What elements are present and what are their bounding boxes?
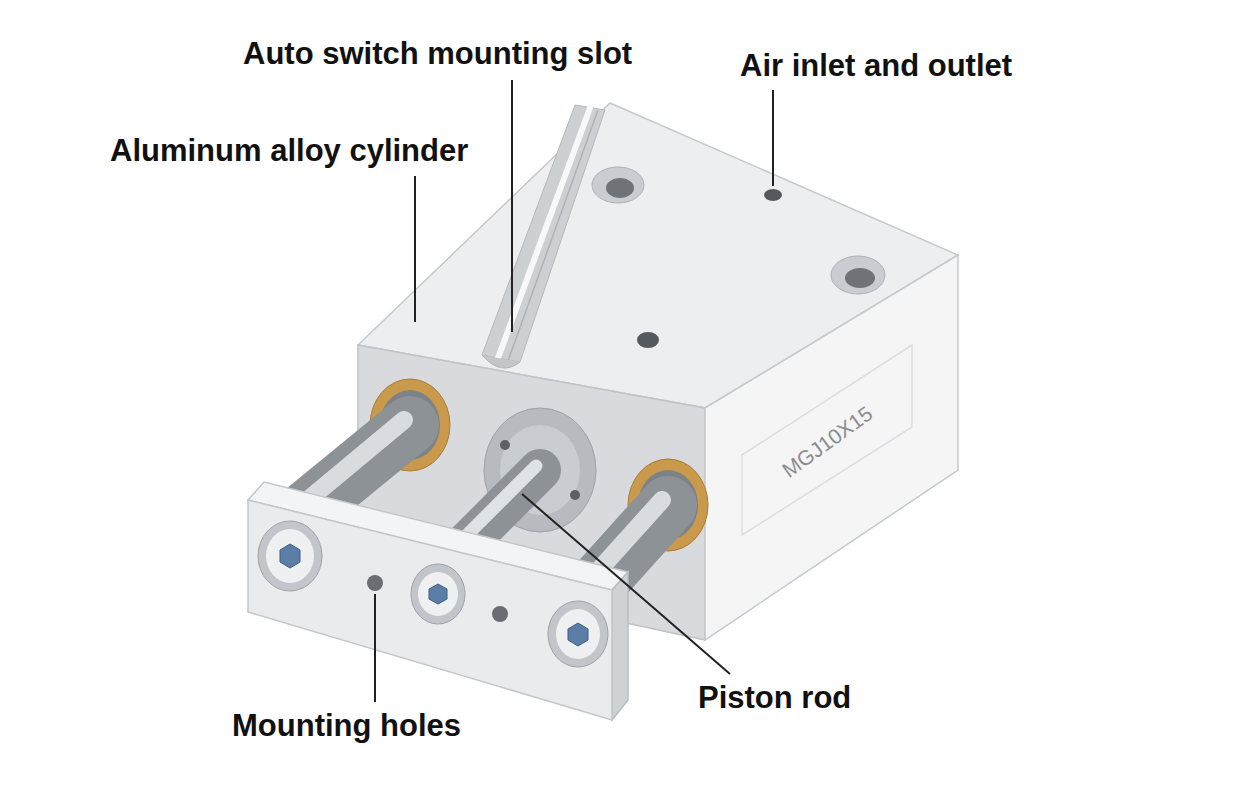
- leader-lines: [375, 80, 773, 702]
- switch-slot-part: [482, 105, 605, 362]
- leader-lines-part: [511, 80, 513, 332]
- part-label: Air inlet and outlet: [740, 48, 1012, 84]
- plate-screws: [258, 521, 608, 667]
- model-marking: MGJ10X15: [778, 401, 877, 482]
- plate-screws-part: [411, 564, 465, 624]
- plate-screws-part: [556, 609, 600, 659]
- top-holes-part: [764, 189, 782, 201]
- plate-screws-part: [280, 544, 300, 568]
- top-holes-part: [606, 178, 634, 198]
- name-plate: [742, 345, 912, 535]
- leader-lines-part: [374, 594, 376, 702]
- plate-screws-part: [367, 575, 383, 591]
- leader-lines-part: [772, 90, 774, 186]
- top-holes: [592, 167, 885, 348]
- top-holes-part: [592, 167, 644, 203]
- part-label: Aluminum alloy cylinder: [110, 133, 468, 169]
- end-plate-part: [248, 500, 612, 720]
- end-plate: [248, 482, 628, 720]
- part-label: Piston rod: [698, 680, 851, 716]
- leader-lines-part: [414, 176, 416, 322]
- switch-slot: [482, 105, 605, 368]
- switch-slot-part: [482, 355, 520, 368]
- part-label: Auto switch mounting slot: [243, 36, 632, 72]
- front-fittings-part: [570, 490, 580, 500]
- top-holes-part: [637, 332, 659, 348]
- top-holes-part: [845, 268, 875, 288]
- front-fittings-part: [500, 440, 510, 450]
- switch-slot-part: [508, 110, 598, 361]
- plate-screws-part: [429, 584, 447, 604]
- cylinder-body-part: [705, 255, 958, 640]
- plate-screws-part: [266, 529, 314, 583]
- name-plate-part: [742, 345, 912, 535]
- top-holes-part: [831, 256, 885, 294]
- plate-screws-part: [492, 606, 508, 622]
- plate-screws-part: [258, 521, 322, 591]
- plate-screws-part: [418, 572, 458, 616]
- plate-screws-part: [548, 601, 608, 667]
- part-label: Mounting holes: [232, 708, 461, 744]
- end-plate-part: [612, 572, 628, 720]
- leader-lines-part: [522, 494, 730, 674]
- plate-screws-part: [568, 623, 588, 646]
